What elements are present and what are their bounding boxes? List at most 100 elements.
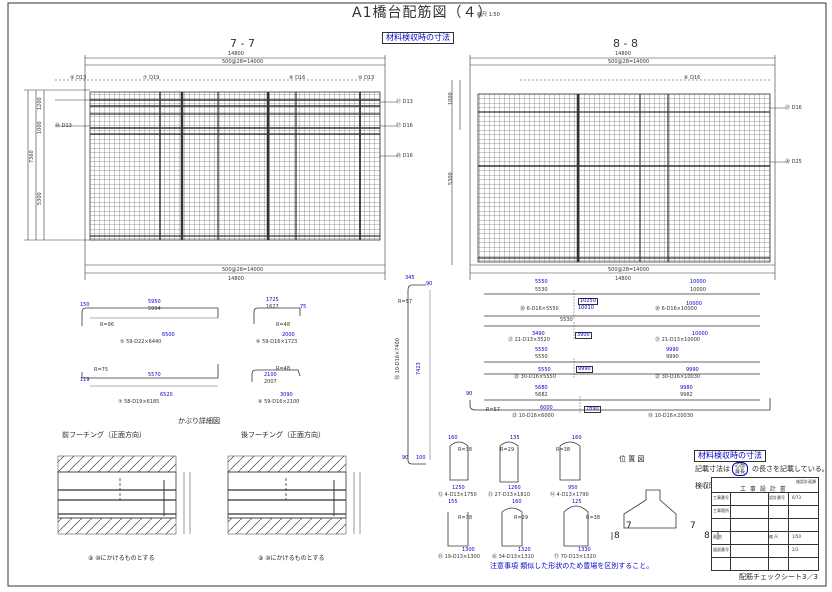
bar5-r: R=96 [100, 322, 115, 328]
bar5-top: 5950 [148, 299, 161, 305]
bar7-top: 5570 [148, 372, 161, 378]
location-mark-7a: 7 [626, 521, 632, 531]
bar7-total: 6520 [160, 392, 173, 398]
r22-a: 5550 [535, 347, 548, 353]
r23-mark: 7890 [584, 406, 601, 413]
material-note-start: 記載寸法は [695, 465, 730, 473]
st15-a: 155 [448, 499, 458, 505]
marker-8: ⑧ D16 [289, 75, 306, 81]
r23-c: 9982 [680, 392, 693, 398]
bar7-a: 119 [80, 377, 90, 383]
vbar-c: 90 [402, 455, 409, 461]
r20-label: ⑳ 6-D16×5550 [520, 306, 559, 312]
bar6-sub: 1627 [266, 304, 279, 310]
marker-10: ⑩ D13 [358, 75, 375, 81]
bar5-total: 6500 [162, 332, 175, 338]
st13-a: 135 [510, 435, 520, 441]
tb-row-4: 縮 尺 [769, 534, 779, 539]
dim-left-top-total: 14800 [228, 51, 244, 57]
footing-back-title: 後フーチング（正面方向） [241, 431, 325, 439]
bar8-label: ⑧ 59-D16×2100 [258, 399, 300, 405]
tb-org: 施設計画課 [796, 479, 816, 484]
bar5-label: ⑤ 59-D22×6440 [120, 339, 162, 345]
marker-17: ⑰ D16 [396, 123, 413, 129]
bar6-label: ⑥ 59-D16×1723 [256, 339, 298, 345]
bar6-top: 1725 [266, 297, 279, 303]
r20-a: 5550 [535, 279, 548, 285]
r23-total: 9980 [680, 385, 693, 391]
st14-label: ⑭ 4-D13×1790 [550, 492, 589, 498]
st16-a: 160 [512, 499, 522, 505]
vertical-bar [407, 284, 431, 465]
r20-total2: 10000 [686, 301, 702, 307]
marker-9: ⑨ D13 [70, 75, 87, 81]
scale-label: 縮尺 1:50 [477, 12, 500, 18]
r20-c: 10000 [690, 287, 706, 293]
sheet-border [7, 2, 827, 587]
st16-label: ⑯ 34-D13×1310 [492, 554, 534, 560]
st15-r: R=38 [458, 515, 473, 521]
st13-r: R=29 [500, 447, 515, 453]
material-box: 材料検収時の寸法 [694, 450, 766, 462]
st14-b: 950 [568, 485, 578, 491]
marker-19: ⑲ D16 [396, 153, 413, 159]
st13-label: ⑬ 27-D13×1810 [488, 492, 530, 498]
location-mark-8b: 8 [704, 531, 710, 541]
dim-left-bottom-sub: 500@28=14000 [222, 267, 264, 273]
stirrups [447, 441, 589, 547]
dim-right-bottom-total: 14800 [615, 276, 631, 282]
r20-mark2: 10010 [578, 305, 594, 311]
bar8-total: 3090 [280, 392, 293, 398]
r23-e: 90 [466, 391, 473, 397]
st17-label: ⑰ 70-D13×1320 [554, 554, 596, 560]
r23-label2: ⑲ 10-D16×20030 [648, 413, 694, 419]
r22-label: ㉒ 30-D16×5550 [514, 374, 556, 380]
tb-row-2: 工事箇所 [713, 508, 729, 513]
st17-b: 1330 [578, 547, 591, 553]
bar6-total: 2000 [282, 332, 295, 338]
tb-row-0: 工事番号 [713, 495, 729, 500]
bar-shapes-left [81, 307, 301, 387]
st13-b: 1260 [508, 485, 521, 491]
marker-r21: ㉑ D16 [785, 105, 802, 111]
tb-page: 2/3 [792, 547, 799, 552]
kaburi-title: かぶり詳細図 [178, 417, 220, 425]
section-right-label: 8 - 8 [613, 37, 638, 50]
st12-label: ⑫ 4-D13×1750 [438, 492, 477, 498]
r22-a2: 5550 [538, 367, 551, 373]
st15-b: 1300 [462, 547, 475, 553]
bar5-sub: 5904 [148, 306, 161, 312]
r22-label2: ㉒ 30-D16×10030 [655, 374, 701, 380]
tb-sheet: 6/73 [792, 495, 801, 500]
marker-r6: ⑥ D16 [684, 75, 701, 81]
drawing-title: A1橋台配筋図（４） [352, 5, 493, 21]
material-note-end: の長さを記載している。 [752, 465, 829, 473]
vbar-top: 345 [405, 275, 415, 281]
r23-a: 5680 [535, 385, 548, 391]
section-left-label: 7 - 7 [230, 37, 255, 50]
location-sketch [611, 489, 719, 540]
r21-a: 5530 [560, 317, 573, 323]
r20-label2: ⑳ 6-D16×10000 [655, 306, 697, 312]
tb-row-1: 設計番号 [769, 495, 785, 500]
vbar-r: R=57 [398, 299, 413, 305]
footing-front-title: 前フーチング（正面方向） [62, 431, 146, 439]
header-box: 材料検収時の寸法 [382, 32, 454, 44]
material-note-mid: 芯部 最長 [732, 462, 749, 476]
dim-left-top-sub: 500@28=14000 [222, 59, 264, 65]
footer-label: 配筋チェックシート3／3 [739, 573, 818, 581]
footing-front [57, 455, 191, 535]
r20-b: 5530 [535, 287, 548, 293]
bar7-label: ⑦ 58-D19×6185 [118, 399, 160, 405]
tb-scale: 1/50 [792, 534, 801, 539]
marker-7: ⑦ D19 [143, 75, 160, 81]
r22-total: 9990 [666, 347, 679, 353]
r23-label: ㉓ 10-D16×6000 [512, 413, 554, 419]
st17-a: 125 [572, 499, 582, 505]
st14-r: R=38 [556, 447, 571, 453]
tb-row-5: 図面番号 [713, 547, 729, 552]
dim-right-bottom-sub: 500@28=14000 [608, 267, 650, 273]
footing-back [227, 455, 361, 535]
dim-right-top-sub: 500@28=14000 [608, 59, 650, 65]
